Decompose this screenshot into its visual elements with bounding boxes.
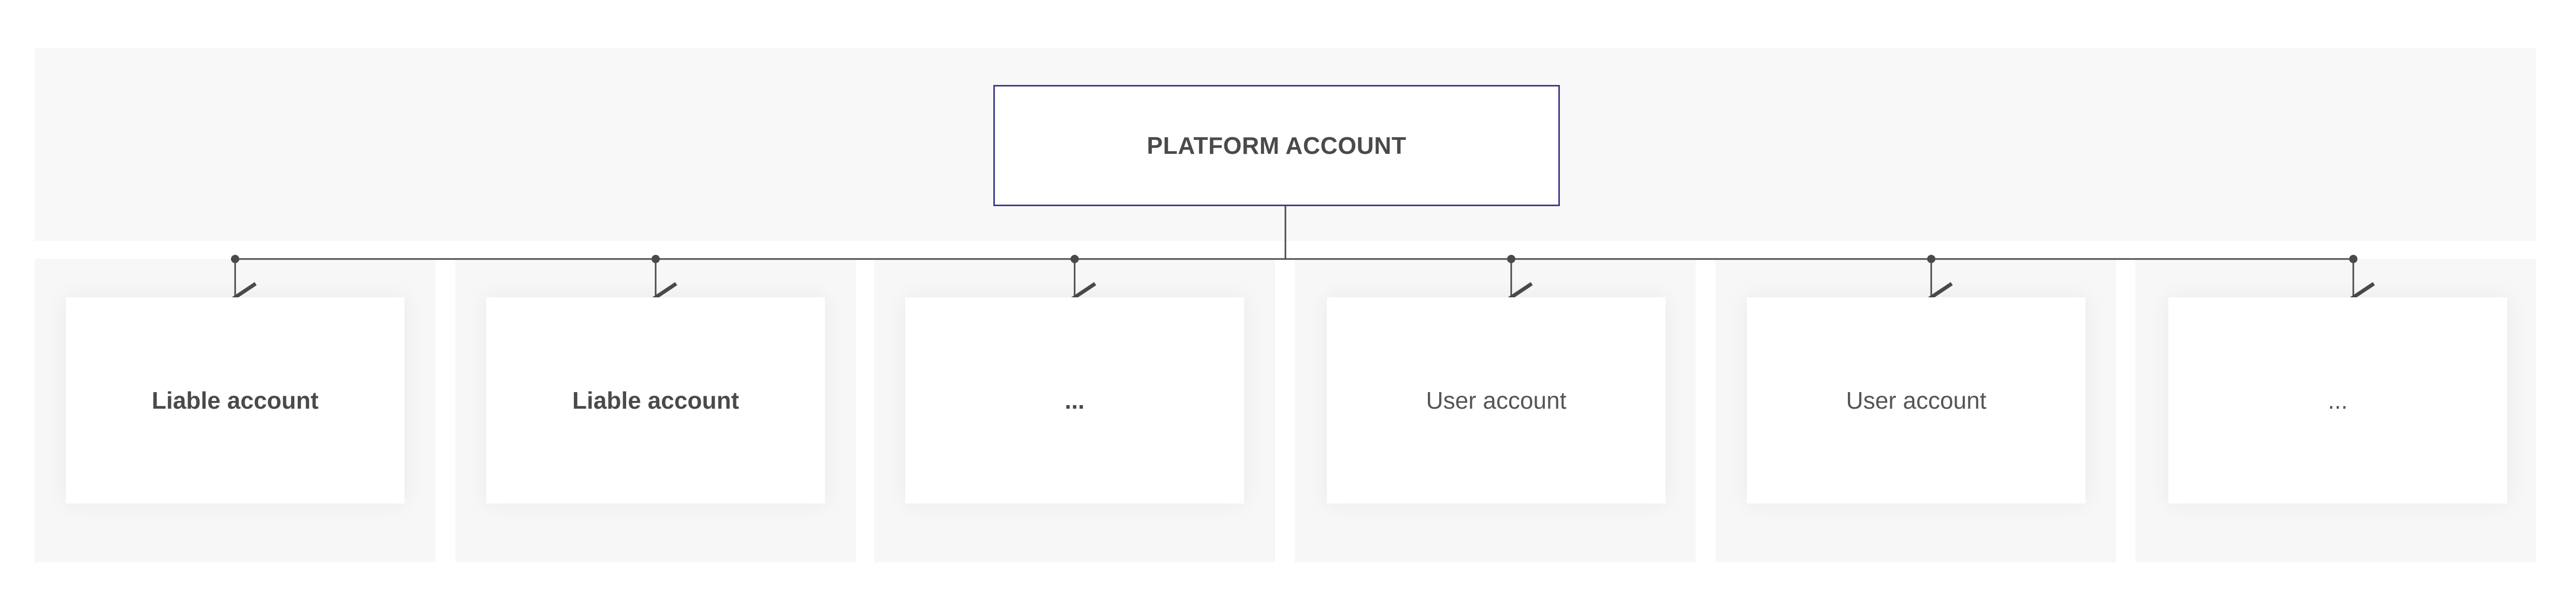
child-account-label: ... xyxy=(1064,387,1085,414)
child-account-box-4: User account xyxy=(1327,297,1666,503)
child-account-label: User account xyxy=(1426,387,1567,414)
child-account-box-3: ... xyxy=(905,297,1244,503)
platform-account-box: PLATFORM ACCOUNT xyxy=(993,85,1560,206)
child-account-label: Liable account xyxy=(151,387,319,414)
child-account-box-1: Liable account xyxy=(66,297,404,503)
child-account-label: Liable account xyxy=(572,387,740,414)
child-account-box-5: User account xyxy=(1747,297,2086,503)
child-account-box-6: ... xyxy=(2168,297,2507,503)
child-account-label: ... xyxy=(2327,387,2348,414)
child-account-box-2: Liable account xyxy=(486,297,825,503)
child-account-label: User account xyxy=(1846,387,1987,414)
platform-account-label: PLATFORM ACCOUNT xyxy=(1147,132,1407,159)
